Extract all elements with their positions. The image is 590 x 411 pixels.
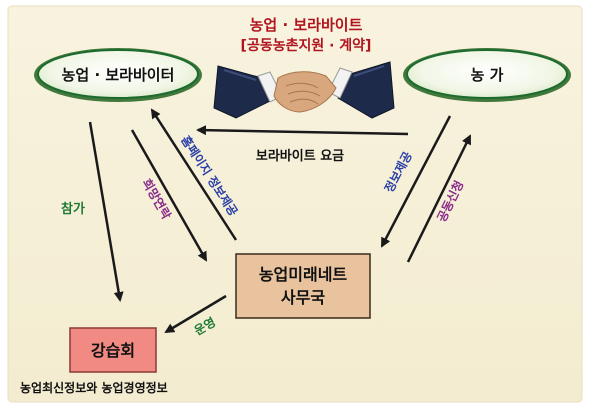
node-workshop: 강습회 <box>69 327 157 373</box>
node-farm-household: 농 가 <box>403 48 571 102</box>
arrow-participation <box>88 121 124 302</box>
arrow-hope-contact <box>130 129 208 262</box>
node-farm-bora-label: 농업 · 보라바이터 <box>62 66 175 84</box>
label-bora-fee: 보라바이트 요금 <box>256 148 344 164</box>
node-farm-bora: 농업 · 보라바이터 <box>34 48 202 102</box>
arrow-operation <box>164 294 227 334</box>
arrow-info-provide <box>380 115 452 248</box>
handshake-subtitle: [공동농촌지원 · 계약] <box>241 37 372 54</box>
label-participation: 참가 <box>61 201 85 217</box>
node-farm-household-label: 농 가 <box>471 66 504 84</box>
arrow-bora-fee <box>196 125 409 136</box>
node-secretariat: 농업미래네트 사무국 <box>235 253 371 319</box>
arrow-homepage-info <box>150 108 238 241</box>
caption: 농업최신정보와 농업경영정보 <box>20 380 168 395</box>
diagram-background <box>7 5 583 403</box>
node-workshop-label: 강습회 <box>91 341 135 360</box>
handshake-icon <box>213 61 395 119</box>
node-secretariat-label-2: 사무국 <box>281 288 325 307</box>
node-secretariat-label-1: 농업미래네트 <box>259 265 348 284</box>
arrow-joint-apply <box>406 134 472 263</box>
handshake-title: 농업 · 보라바이트 <box>250 16 363 34</box>
